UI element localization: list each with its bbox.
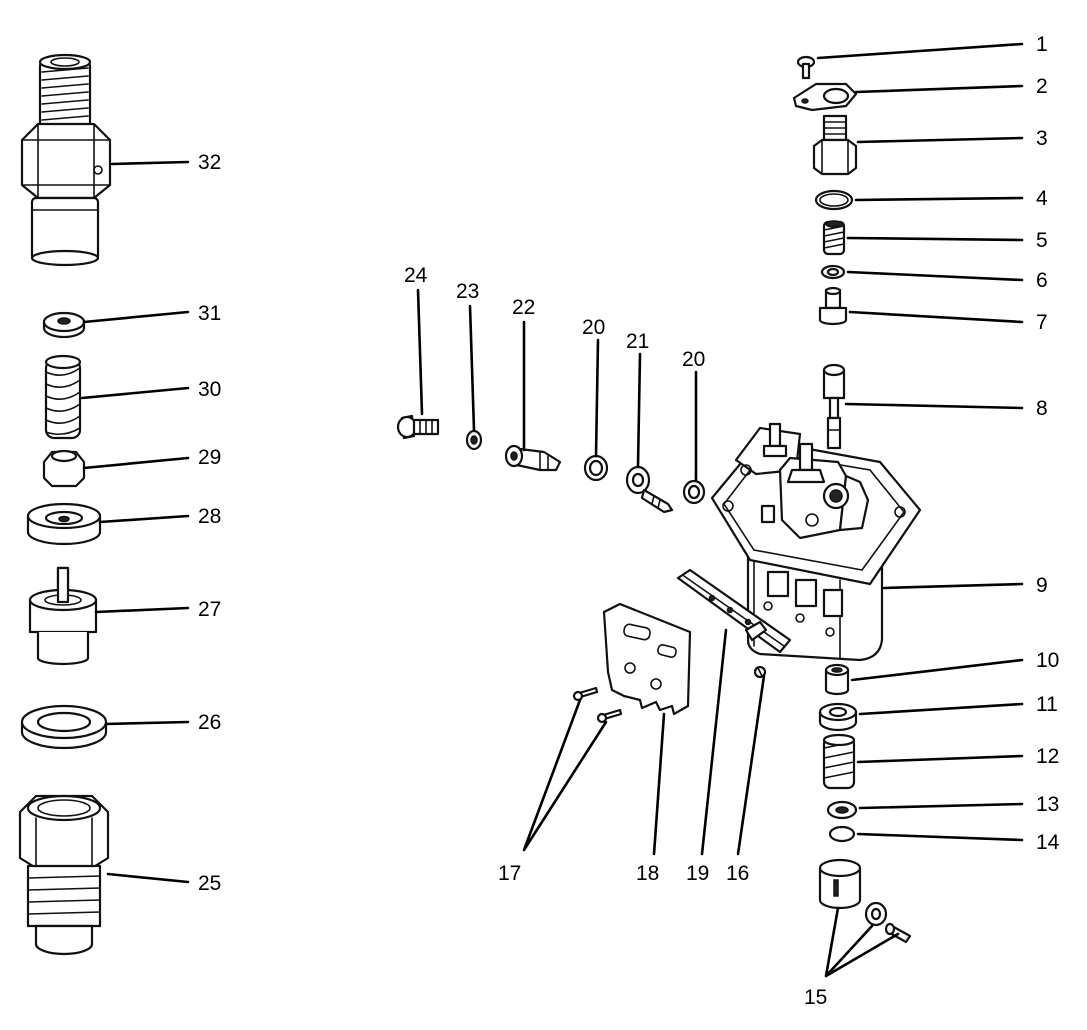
part-10-control-sleeve: [824, 663, 850, 696]
part-3-valve-holder: [812, 114, 858, 176]
part-2-lock-plate: [792, 82, 858, 112]
part-20-washer-b: [682, 479, 706, 505]
callout-9: 9: [1036, 574, 1048, 597]
part-19-control-rack: [676, 568, 792, 654]
part-16-pin: [753, 665, 767, 679]
part-31-washer: [42, 311, 86, 339]
part-11-spring-seat: [818, 702, 858, 732]
callout-25: 25: [198, 872, 221, 895]
part-17-screws: [572, 686, 623, 724]
part-7-delivery-valve: [818, 286, 848, 326]
part-30-spring: [44, 354, 82, 440]
callout-19: 19: [686, 862, 709, 885]
callout-29: 29: [198, 446, 221, 469]
callout-31: 31: [198, 302, 221, 325]
callout-32: 32: [198, 151, 221, 174]
callout-5: 5: [1036, 229, 1048, 252]
part-27-nozzle: [28, 566, 98, 666]
part-25-retaining-nut: [18, 794, 110, 956]
part-12-plunger-spring: [822, 733, 856, 790]
part-23-washer: [465, 429, 483, 451]
part-15-tappet-assembly: [818, 858, 912, 944]
part-26-gasket: [20, 704, 108, 750]
part-6-washer: [820, 264, 846, 280]
callout-7: 7: [1036, 311, 1048, 334]
callout-26: 26: [198, 711, 221, 734]
part-8-plunger: [822, 363, 846, 450]
part-24-bolt: [396, 414, 440, 440]
part-22-banjo-fitting: [504, 444, 562, 472]
callout-6: 6: [1036, 269, 1048, 292]
part-32-nozzle-holder: [20, 53, 112, 267]
part-5-valve-spring: [822, 220, 846, 256]
part-21-banjo-bolt: [625, 465, 674, 514]
callout-labels: 1 2 3 4 5 6 7 8 9 10 11 12 13 14 15 16 1…: [198, 33, 1060, 1009]
callout-14: 14: [1036, 831, 1060, 854]
callout-27: 27: [198, 598, 221, 621]
callout-17: 17: [498, 862, 521, 885]
part-13-lower-spring-seat: [826, 800, 858, 820]
part-1-screw: [796, 55, 816, 80]
callout-21: 21: [626, 330, 649, 353]
part-9-pump-housing: [710, 422, 922, 662]
callout-10: 10: [1036, 649, 1059, 672]
callout-20a: 20: [582, 316, 605, 339]
callout-1: 1: [1036, 33, 1048, 56]
callout-18: 18: [636, 862, 659, 885]
callout-28: 28: [198, 505, 221, 528]
callout-20b: 20: [682, 348, 705, 371]
callout-15: 15: [804, 986, 827, 1009]
callout-12: 12: [1036, 745, 1059, 768]
callout-2: 2: [1036, 75, 1048, 98]
callout-11: 11: [1036, 693, 1058, 716]
part-18-cover-plate: [602, 602, 692, 716]
leader-lines: [80, 42, 1024, 978]
callout-24: 24: [404, 264, 428, 287]
part-28-distance-piece: [26, 502, 102, 546]
callout-16: 16: [726, 862, 749, 885]
callout-23: 23: [456, 280, 479, 303]
callout-3: 3: [1036, 127, 1048, 150]
callout-22: 22: [512, 296, 535, 319]
callout-30: 30: [198, 378, 221, 401]
callout-13: 13: [1036, 793, 1059, 816]
part-20-washer-a: [583, 454, 609, 482]
part-14-shim: [828, 825, 856, 843]
part-29-spring-seat: [42, 449, 86, 488]
part-4-o-ring: [814, 189, 854, 211]
callout-4: 4: [1036, 187, 1048, 210]
callout-8: 8: [1036, 397, 1048, 420]
